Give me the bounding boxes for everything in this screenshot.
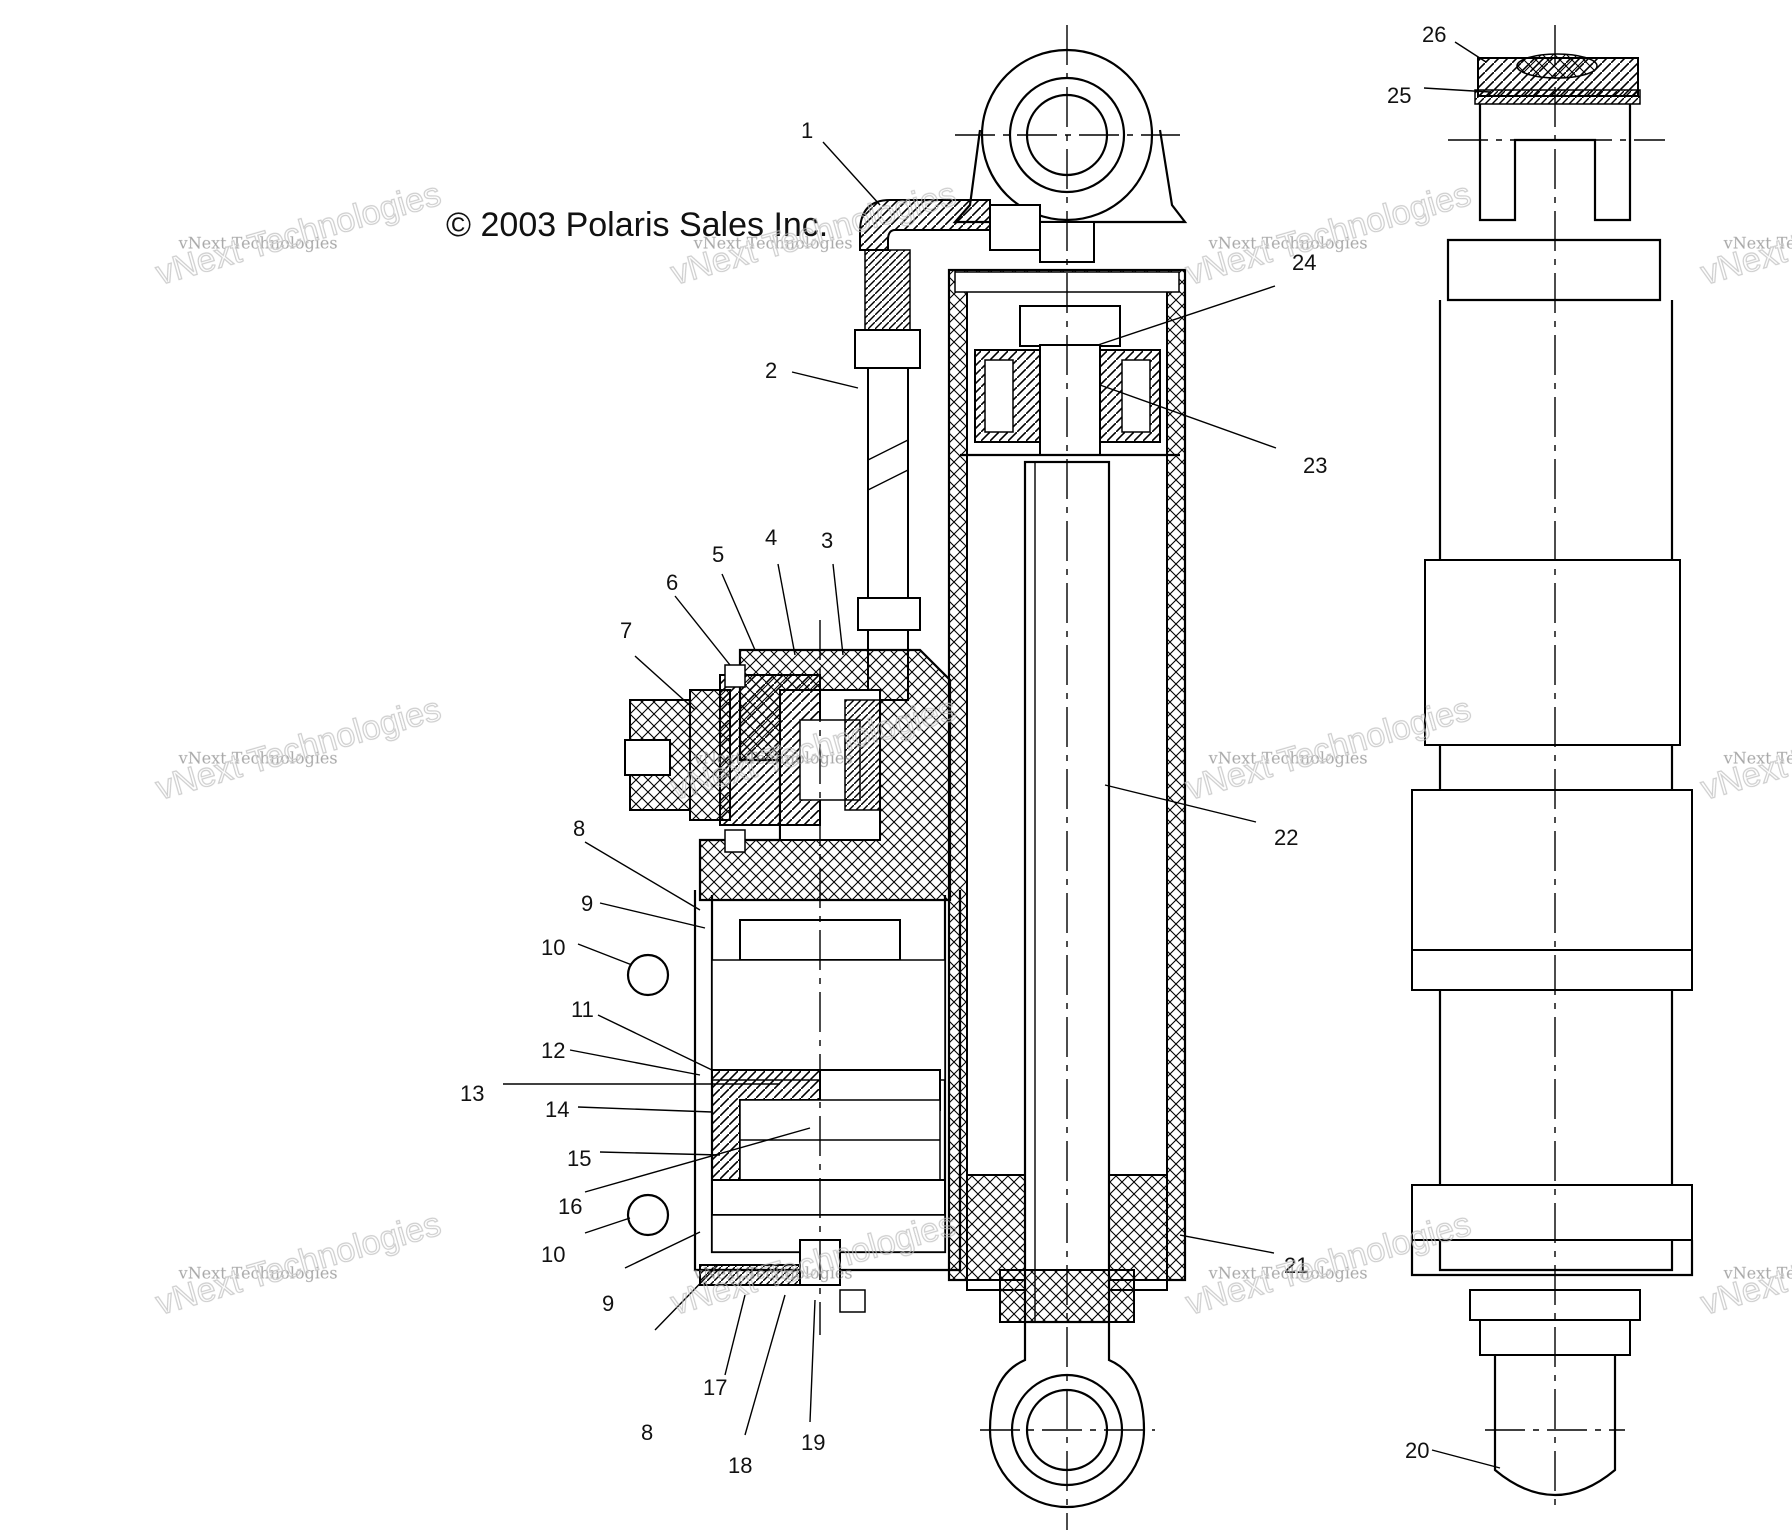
callout-6: 6 — [666, 570, 678, 595]
callout-25: 25 — [1387, 83, 1411, 108]
callout-10-top: 10 — [541, 935, 565, 960]
callout-21: 21 — [1284, 1253, 1308, 1278]
callout-8-bottom: 8 — [641, 1420, 653, 1445]
watermark-5-line1: vNext Technologies — [178, 748, 338, 767]
callout-19: 19 — [801, 1430, 825, 1455]
callout-labels: 1 2 3 4 5 6 7 8 9 10 11 12 13 14 15 16 1… — [460, 22, 1446, 1478]
callout-24: 24 — [1292, 250, 1316, 275]
watermark-8-line1: vNext Technologies — [1723, 748, 1792, 767]
callout-3: 3 — [821, 528, 833, 553]
copyright-notice: © 2003 Polaris Sales Inc. — [446, 206, 828, 244]
callout-13: 13 — [460, 1081, 484, 1106]
callout-4: 4 — [765, 525, 777, 550]
watermark-6-line1: vNext Technologies — [693, 748, 853, 767]
callout-9-bottom: 9 — [602, 1291, 614, 1316]
callout-17: 17 — [703, 1375, 727, 1400]
watermark-12-line1: vNext Technologies — [1723, 1263, 1792, 1282]
watermark-11-line1: vNext Technologies — [1208, 1263, 1368, 1282]
callout-5: 5 — [712, 542, 724, 567]
callout-8-top: 8 — [573, 816, 585, 841]
callout-18: 18 — [728, 1453, 752, 1478]
callout-22: 22 — [1274, 825, 1298, 850]
watermark-9-line1: vNext Technologies — [178, 1263, 338, 1282]
watermark-7-line1: vNext Technologies — [1208, 748, 1368, 767]
callout-2: 2 — [765, 358, 777, 383]
watermark-1-line1: vNext Technologies — [178, 233, 338, 252]
leader-lines — [503, 41, 1501, 1469]
watermark-3-line1: vNext Technologies — [1208, 233, 1368, 252]
callout-1: 1 — [801, 118, 813, 143]
callout-7: 7 — [620, 618, 632, 643]
watermark-10-line1: vNext Technologies — [693, 1263, 853, 1282]
reservoir-section — [624, 620, 962, 1335]
callout-10-bottom: 10 — [541, 1242, 565, 1267]
callout-14: 14 — [545, 1097, 569, 1122]
callout-9-top: 9 — [581, 891, 593, 916]
watermark-2-line1: vNext Technologies — [693, 233, 853, 252]
watermark-4-line1: vNext Technologies — [1723, 233, 1792, 252]
callout-15: 15 — [567, 1146, 591, 1171]
shock-body-section — [947, 25, 1188, 1530]
callout-12: 12 — [541, 1038, 565, 1063]
callout-16: 16 — [558, 1194, 582, 1219]
callout-11: 11 — [571, 997, 594, 1022]
callout-20: 20 — [1405, 1438, 1429, 1463]
callout-23: 23 — [1303, 453, 1327, 478]
shock-side-view — [1410, 25, 1694, 1510]
callout-26: 26 — [1422, 22, 1446, 47]
